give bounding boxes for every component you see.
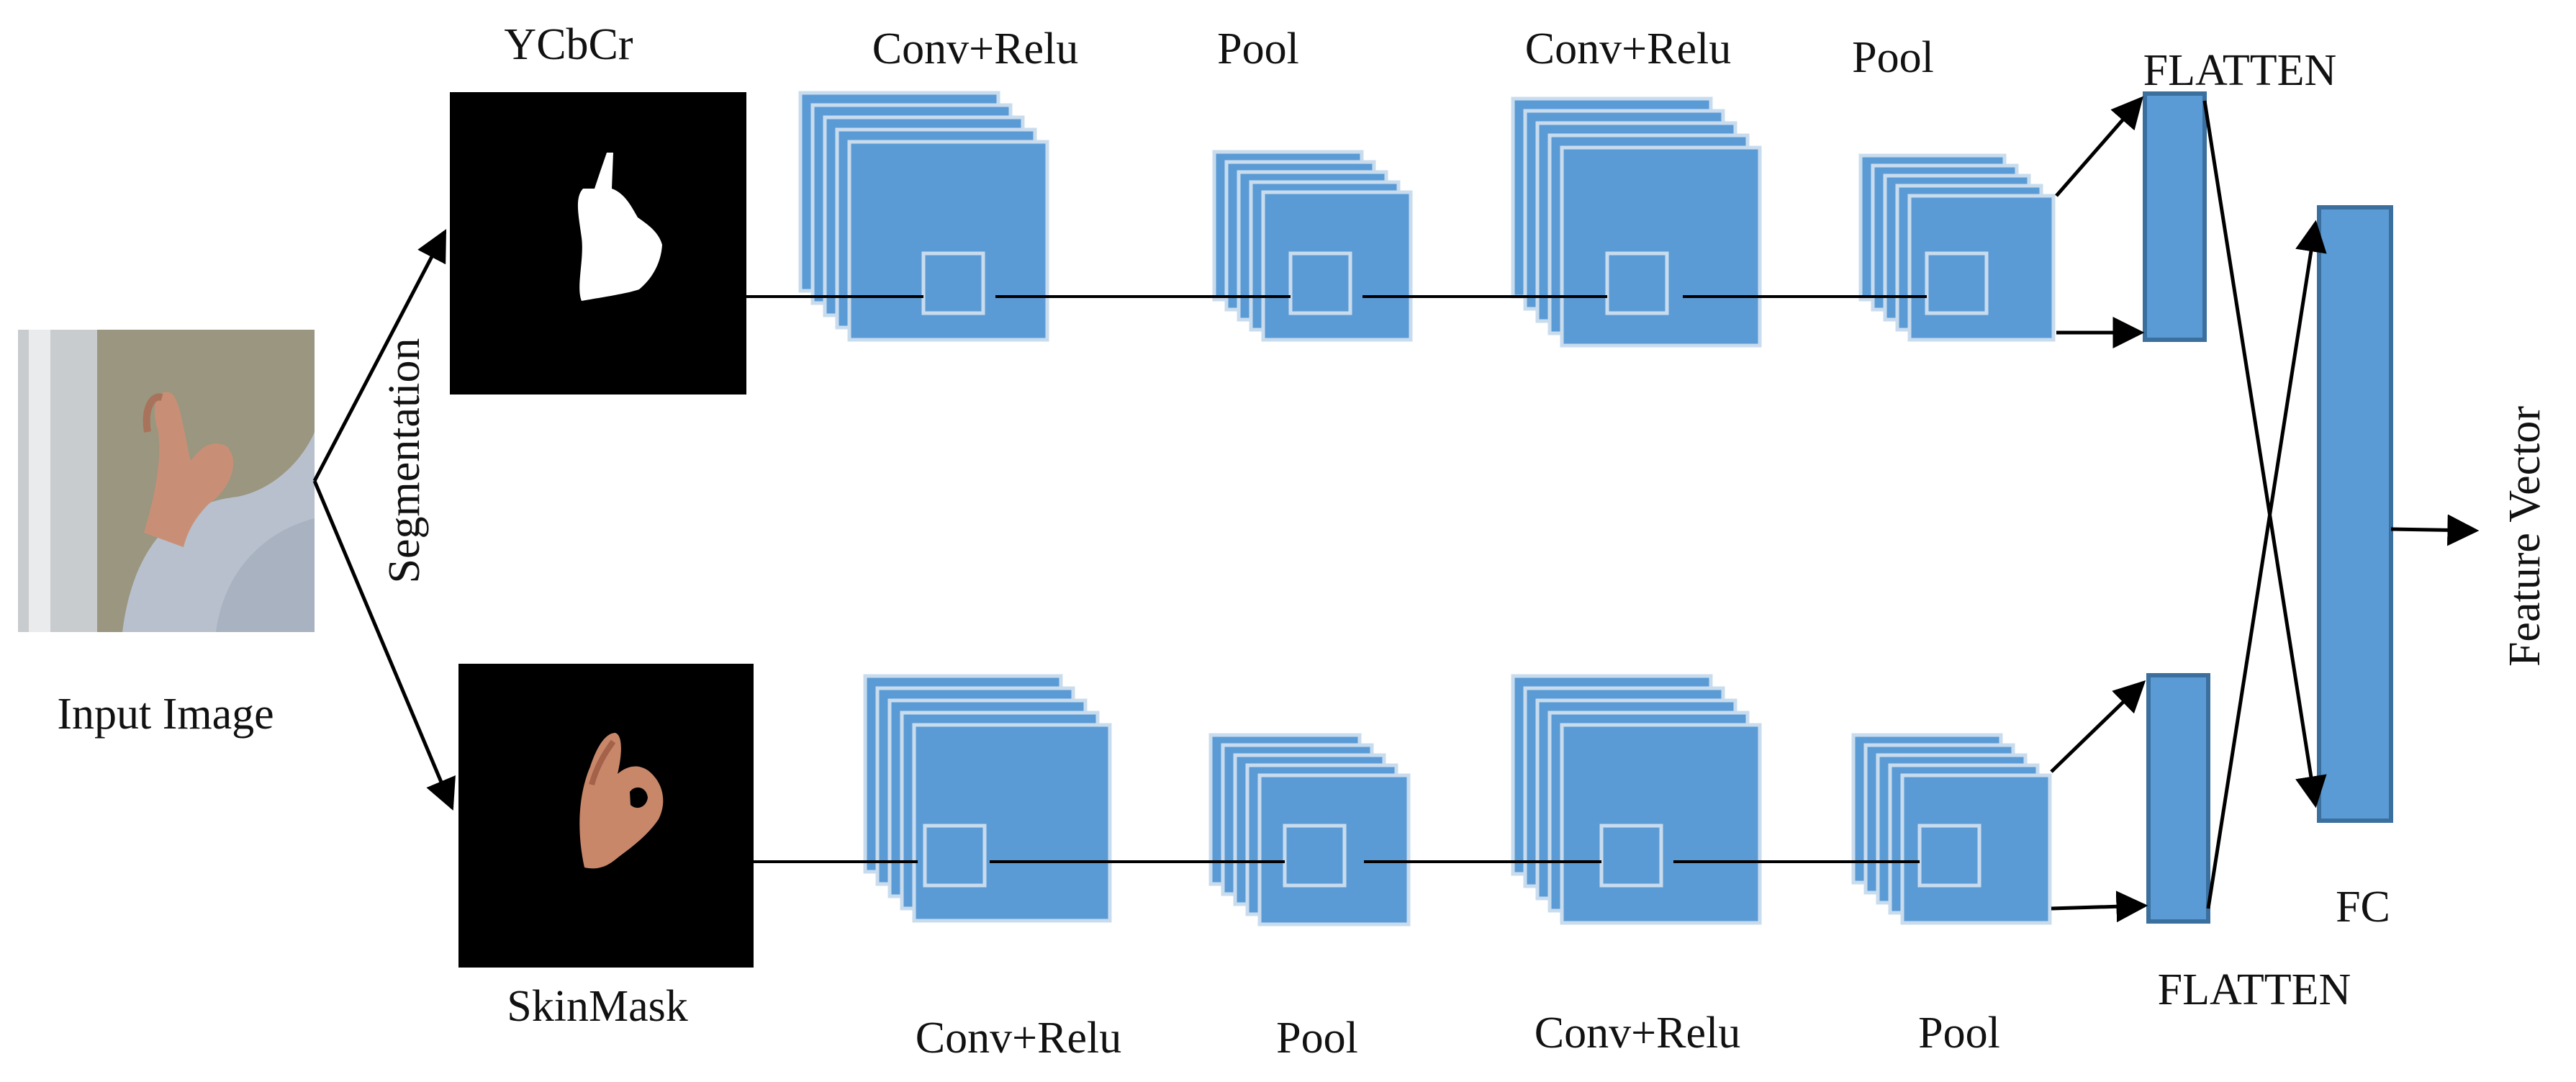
top-pool1-stack-kernel-window <box>1288 251 1352 315</box>
top-conv1-label: Conv+Relu <box>872 24 1078 73</box>
bottom-conv1-stack-map <box>912 723 1112 923</box>
input-image-label: Input Image <box>57 690 274 739</box>
top-conv2-stack-kernel-window <box>1605 251 1669 315</box>
top-conv2-stack-map <box>1560 145 1762 348</box>
top-pool1-stack <box>1212 150 1413 342</box>
segmentation-label: Segmentation <box>380 338 429 584</box>
fc-label: FC <box>2336 883 2390 932</box>
bottom-conv2-label: Conv+Relu <box>1535 1009 1740 1058</box>
bottom-conv2-stack <box>1511 674 1762 925</box>
top-pool2-stack <box>1858 153 2056 342</box>
bottom-pool2-stack-kernel-window <box>1917 824 1981 888</box>
bottom-pool1-label: Pool <box>1276 1014 1358 1063</box>
bottom-conv1-stack <box>863 674 1112 923</box>
feature-vector-label: Feature Vector <box>2500 406 2549 667</box>
bottom-flatten-layer <box>2146 673 2210 924</box>
skinmask-label: SkinMask <box>507 982 687 1031</box>
flatten-input-arrows <box>2050 96 2148 923</box>
ycbcr-mask-image <box>450 92 746 395</box>
bottom-pool1-stack <box>1208 733 1411 927</box>
top-conv2-label: Conv+Relu <box>1525 24 1731 73</box>
input-image <box>18 330 315 632</box>
bottom-pool2-label: Pool <box>1918 1009 2000 1058</box>
top-pool1-stack-map <box>1261 190 1413 342</box>
top-pool2-label: Pool <box>1852 33 1934 82</box>
feature-vector-arrow <box>2390 514 2480 546</box>
fc-layer <box>2317 205 2393 823</box>
top-conv1-stack-kernel-window <box>921 251 985 315</box>
bottom-conv1-label: Conv+Relu <box>916 1014 1121 1063</box>
segmentation-arrows <box>312 229 456 811</box>
top-conv1-stack-map <box>847 140 1049 342</box>
top-conv2-stack <box>1511 96 1762 348</box>
fc-crossing-arrows <box>2202 100 2327 909</box>
bottom-pool2-stack-map <box>1900 773 2052 925</box>
bottom-pool1-stack-map <box>1257 773 1411 927</box>
bottom-conv2-stack-kernel-window <box>1599 824 1663 888</box>
skinmask-image <box>458 664 754 968</box>
ycbcr-label: YCbCr <box>504 20 633 69</box>
top-pool2-stack-kernel-window <box>1925 251 1989 315</box>
top-conv1-stack <box>798 91 1049 342</box>
top-pool2-stack-map <box>1907 194 2056 342</box>
bottom-pool2-stack <box>1851 733 2052 925</box>
bottom-flatten-label: FLATTEN <box>2158 965 2351 1014</box>
top-flatten-label: FLATTEN <box>2143 46 2337 95</box>
top-pool1-label: Pool <box>1217 24 1299 73</box>
top-flatten-layer <box>2143 91 2207 342</box>
bottom-conv1-stack-kernel-window <box>923 824 987 888</box>
bottom-pool1-stack-kernel-window <box>1283 824 1347 888</box>
